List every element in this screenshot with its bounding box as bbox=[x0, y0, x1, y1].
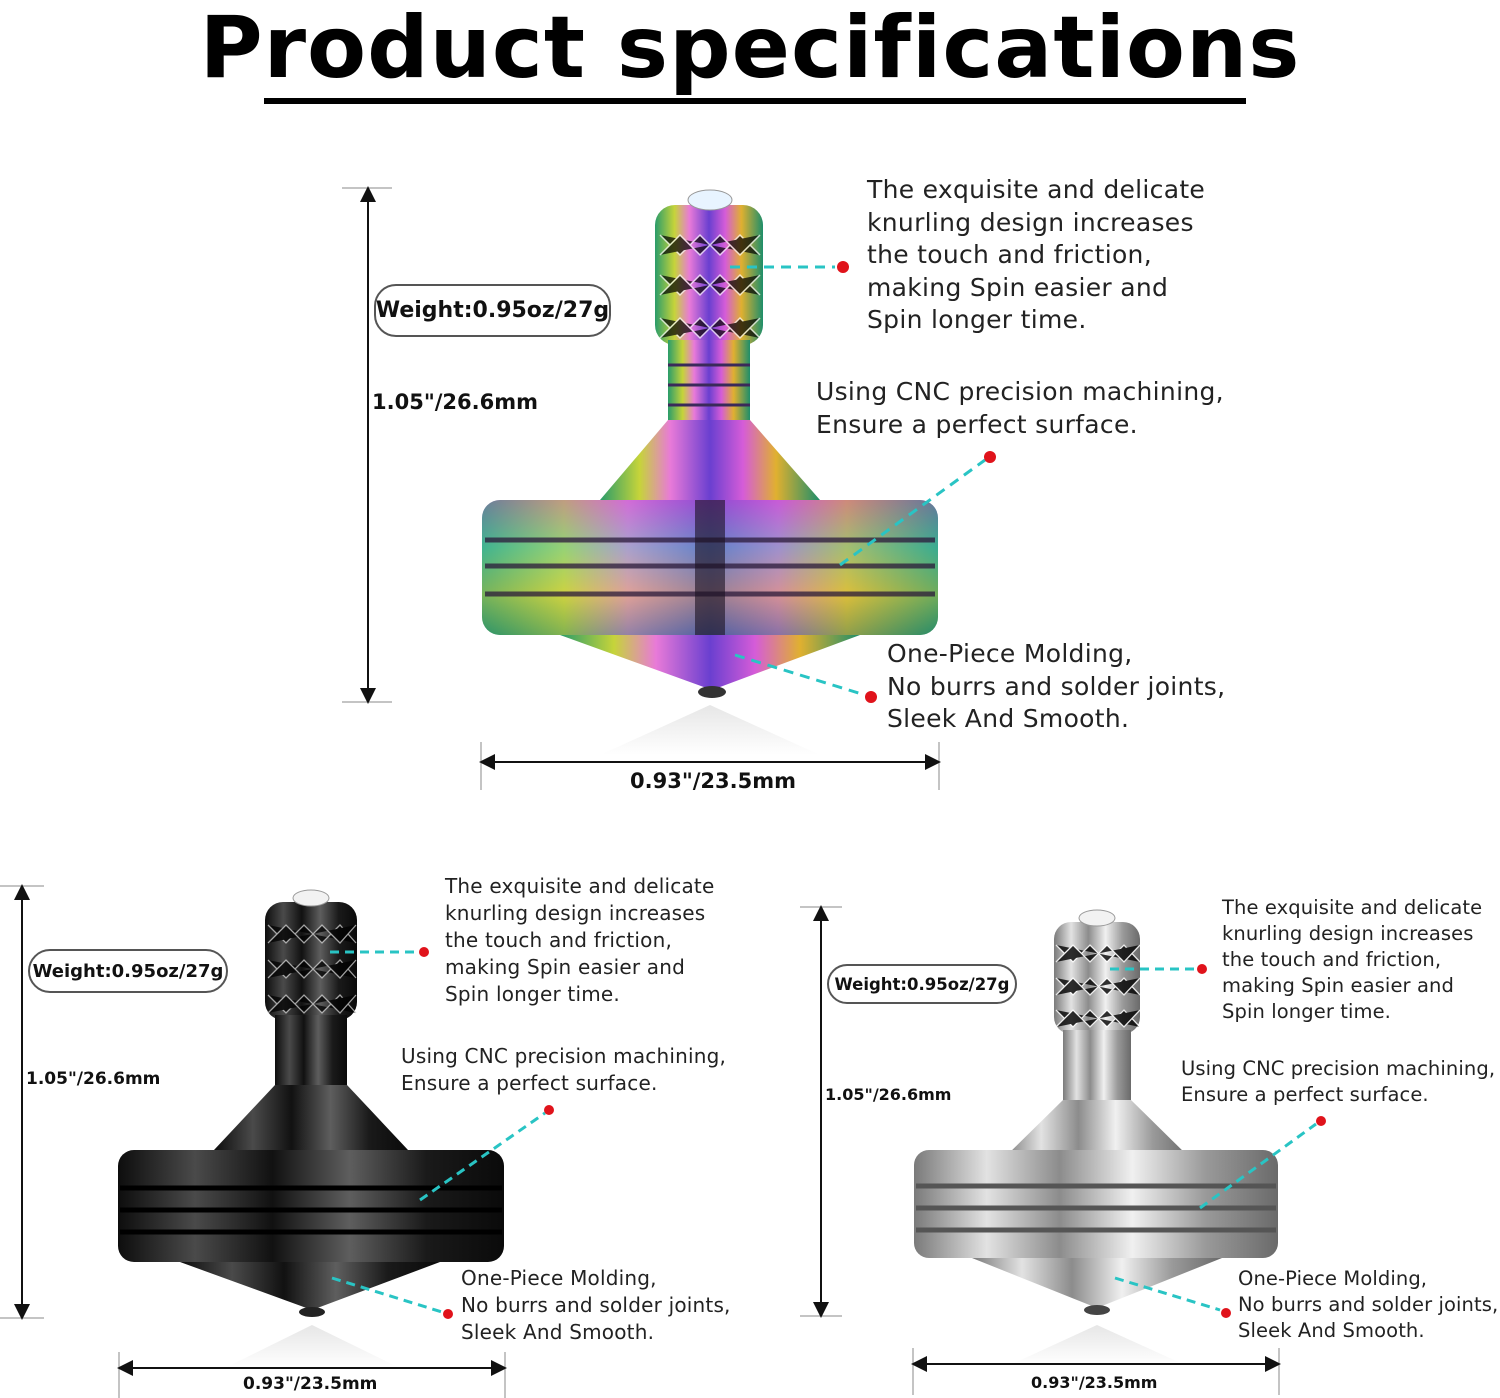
black-molding-line-1: One-Piece Molding, bbox=[461, 1266, 657, 1290]
rainbow-spinning-top bbox=[482, 189, 938, 755]
black-knurling-line-1: The exquisite and delicate bbox=[445, 874, 715, 898]
silver-knurling-line-4: making Spin easier and bbox=[1222, 974, 1454, 997]
silver-width-dimension bbox=[911, 1348, 1281, 1395]
main-knurling-line-5: Spin longer time. bbox=[867, 305, 1087, 334]
main-molding-line-3: Sleek And Smooth. bbox=[887, 704, 1130, 733]
main-molding-line-1: One-Piece Molding, bbox=[887, 639, 1133, 668]
black-width-label: 0.93"/23.5mm bbox=[243, 1374, 378, 1394]
silver-cnc-note: Using CNC precision machining, Ensure a … bbox=[1181, 1056, 1495, 1108]
silver-height-dimension bbox=[800, 905, 842, 1318]
black-leader-dots bbox=[419, 947, 554, 1319]
black-knurling-line-5: Spin longer time. bbox=[445, 982, 620, 1006]
silver-spinning-top bbox=[914, 909, 1278, 1365]
main-weight-badge: Weight:0.95oz/27g bbox=[374, 284, 611, 337]
page-title: Product specifications bbox=[199, 0, 1301, 98]
main-width-label: 0.93"/23.5mm bbox=[630, 769, 797, 793]
silver-height-label: 1.05"/26.6mm bbox=[825, 1085, 952, 1104]
title-underline bbox=[264, 98, 1246, 104]
silver-cnc-line-2: Ensure a perfect surface. bbox=[1181, 1083, 1429, 1106]
main-knurling-line-2: knurling design increases bbox=[867, 207, 1194, 237]
main-leader-dots bbox=[837, 261, 996, 703]
silver-knurling-line-5: Spin longer time. bbox=[1222, 1000, 1391, 1023]
main-width-dimension bbox=[479, 742, 941, 790]
silver-knurling-note: The exquisite and delicate knurling desi… bbox=[1222, 895, 1482, 1025]
black-knurling-line-3: the touch and friction, bbox=[445, 928, 673, 952]
main-knurling-line-3: the touch and friction, bbox=[867, 240, 1152, 269]
black-cnc-note: Using CNC precision machining, Ensure a … bbox=[401, 1043, 726, 1097]
main-cnc-line-1: Using CNC precision machining, bbox=[816, 377, 1224, 406]
black-height-dimension bbox=[0, 884, 44, 1320]
silver-leader-lines bbox=[1110, 967, 1317, 1312]
silver-width-label: 0.93"/23.5mm bbox=[1031, 1373, 1158, 1392]
black-molding-note: One-Piece Molding, No burrs and solder j… bbox=[461, 1265, 731, 1346]
silver-knurling-line-2: knurling design increases bbox=[1222, 922, 1474, 945]
silver-knurling-line-3: the touch and friction, bbox=[1222, 948, 1442, 971]
main-knurling-line-4: making Spin easier and bbox=[867, 272, 1169, 302]
silver-molding-line-3: Sleek And Smooth. bbox=[1238, 1319, 1425, 1342]
silver-molding-note: One-Piece Molding, No burrs and solder j… bbox=[1238, 1266, 1498, 1344]
black-width-dimension bbox=[117, 1352, 507, 1398]
black-cnc-line-2: Ensure a perfect surface. bbox=[401, 1071, 658, 1095]
silver-knurling-line-1: The exquisite and delicate bbox=[1222, 896, 1483, 919]
black-knurling-note: The exquisite and delicate knurling desi… bbox=[445, 873, 714, 1008]
silver-molding-line-2: No burrs and solder joints, bbox=[1238, 1293, 1499, 1316]
main-height-dimension bbox=[342, 186, 392, 704]
main-knurling-line-1: The exquisite and delicate bbox=[867, 175, 1206, 204]
black-cnc-line-1: Using CNC precision machining, bbox=[401, 1044, 727, 1068]
silver-leader-dots bbox=[1197, 964, 1326, 1318]
black-molding-line-2: No burrs and solder joints, bbox=[461, 1293, 731, 1317]
black-weight-badge: Weight:0.95oz/27g bbox=[28, 949, 228, 993]
black-spinning-top bbox=[118, 889, 504, 1368]
main-cnc-note: Using CNC precision machining, Ensure a … bbox=[816, 376, 1224, 441]
silver-molding-line-1: One-Piece Molding, bbox=[1238, 1267, 1428, 1290]
black-height-label: 1.05"/26.6mm bbox=[26, 1069, 161, 1089]
silver-weight-badge: Weight:0.95oz/27g bbox=[827, 964, 1017, 1004]
silver-cnc-line-1: Using CNC precision machining, bbox=[1181, 1057, 1496, 1080]
main-leader-lines bbox=[730, 265, 986, 697]
black-knurling-line-2: knurling design increases bbox=[445, 901, 706, 925]
black-leader-lines bbox=[330, 950, 546, 1314]
main-cnc-line-2: Ensure a perfect surface. bbox=[816, 409, 1138, 439]
main-knurling-note: The exquisite and delicate knurling desi… bbox=[867, 174, 1205, 337]
main-molding-line-2: No burrs and solder joints, bbox=[887, 671, 1226, 701]
black-molding-line-3: Sleek And Smooth. bbox=[461, 1320, 655, 1344]
main-height-label: 1.05"/26.6mm bbox=[372, 390, 539, 414]
main-molding-note: One-Piece Molding, No burrs and solder j… bbox=[887, 638, 1225, 736]
black-knurling-line-4: making Spin easier and bbox=[445, 955, 686, 979]
